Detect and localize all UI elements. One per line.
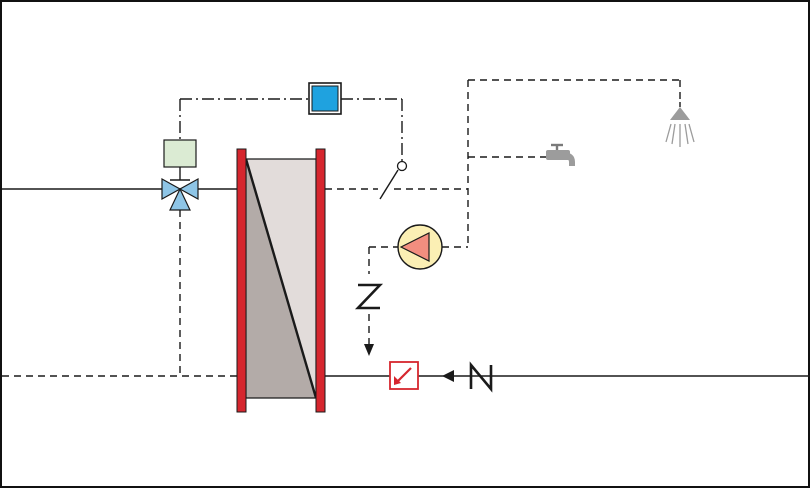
return-marker-z: Z bbox=[354, 283, 384, 310]
supply-marker-n: N bbox=[469, 361, 493, 393]
hot-water-outlet-pipe bbox=[325, 79, 681, 247]
flow-arrow-down bbox=[364, 344, 374, 356]
three-way-valve-icon[interactable] bbox=[161, 177, 199, 211]
control-signal-line bbox=[179, 98, 403, 159]
flow-meter-icon[interactable] bbox=[389, 361, 419, 390]
circulation-pipe bbox=[368, 246, 468, 344]
heat-exchanger-icon bbox=[236, 148, 326, 413]
controller-icon[interactable] bbox=[308, 82, 342, 115]
circulation-pump-icon[interactable] bbox=[397, 224, 443, 270]
flow-arrow-left bbox=[442, 370, 454, 382]
actuator-icon[interactable] bbox=[163, 139, 197, 180]
shower-head-icon[interactable] bbox=[665, 102, 695, 147]
water-tap-icon[interactable] bbox=[546, 143, 575, 166]
sensor-switch-icon[interactable] bbox=[379, 159, 408, 200]
